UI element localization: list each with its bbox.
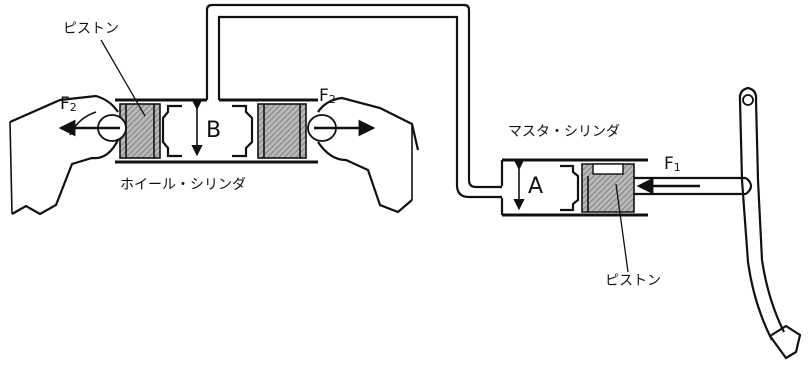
- piston-label-top: ピストン: [63, 21, 119, 37]
- f2-right-letter: F: [319, 86, 329, 106]
- f1-sub: 1: [673, 161, 681, 174]
- right-hand: [307, 96, 420, 214]
- left-piston-cup: [161, 104, 182, 158]
- master-piston-cup: [560, 164, 580, 212]
- right-piston-cup: [232, 104, 254, 158]
- f2-left-letter: F: [60, 94, 70, 114]
- area-a-label: A: [528, 174, 544, 199]
- brake-pedal: [738, 86, 802, 360]
- pedal-pad: [768, 324, 802, 360]
- piston-top-leader: [100, 39, 146, 117]
- right-piston: [257, 103, 307, 159]
- piston-label-bottom: ピストン: [605, 273, 661, 289]
- brake-pipe: [205, 3, 502, 199]
- master-cylinder-label: マスタ・シリンダ: [508, 124, 620, 140]
- wheel-cylinder: [115, 98, 318, 164]
- master-piston: [581, 163, 635, 213]
- piston-bottom-leader: [615, 183, 629, 273]
- f1-letter: F: [664, 154, 674, 174]
- master-cylinder: [500, 158, 648, 217]
- f2-right-sub: 2: [328, 93, 336, 106]
- left-piston: [119, 103, 161, 159]
- f1-label: F1: [664, 154, 681, 174]
- left-hand: [9, 94, 127, 216]
- wheel-cylinder-label: ホイール・シリンダ: [120, 177, 246, 193]
- f2-left-label: F2: [60, 94, 77, 114]
- f2-right-label: F2: [319, 86, 336, 106]
- area-b-label: B: [206, 118, 222, 143]
- pedal-push-rod: [634, 176, 753, 196]
- f2-left-sub: 2: [69, 101, 77, 114]
